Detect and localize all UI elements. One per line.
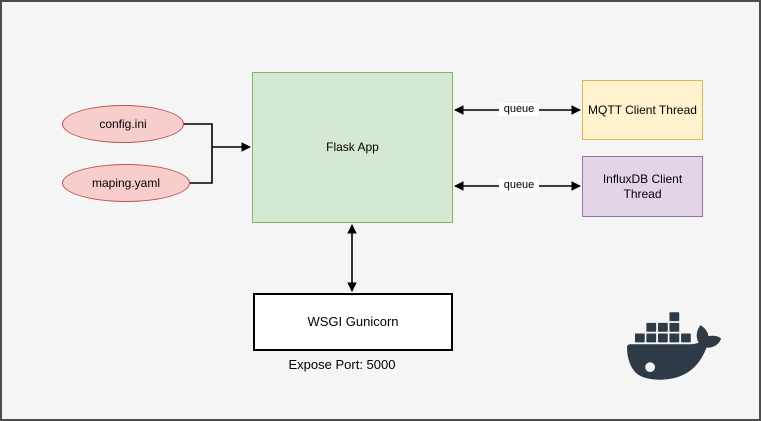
node-influxdb-client-thread-label: InfluxDB Client Thread — [602, 171, 683, 201]
node-flask-app-label: Flask App — [326, 140, 379, 154]
node-flask-app: Flask App — [252, 72, 453, 223]
node-config-ini-label: config.ini — [99, 116, 147, 131]
docker-icon-whale — [627, 312, 721, 380]
node-influxdb-client-thread: InfluxDB Client Thread — [582, 156, 703, 217]
node-mqtt-client-thread: MQTT Client Thread — [582, 80, 703, 140]
node-mqtt-client-thread-label: MQTT Client Thread — [588, 102, 697, 117]
node-config-ini: config.ini — [62, 105, 184, 143]
node-wsgi-gunicorn-label: WSGI Gunicorn — [307, 313, 399, 329]
node-maping-yaml: maping.yaml — [62, 164, 190, 202]
edge-label-queue-mqtt: queue — [499, 103, 539, 116]
edge-configs-merge — [183, 123, 213, 184]
docker-icon-eye — [645, 362, 656, 373]
expose-port-label: Expose Port: 5000 — [288, 357, 396, 372]
docker-icon — [627, 312, 721, 380]
node-maping-yaml-label: maping.yaml — [91, 175, 161, 190]
edge-label-queue-influxdb: queue — [499, 179, 539, 192]
node-wsgi-gunicorn: WSGI Gunicorn — [253, 293, 453, 351]
